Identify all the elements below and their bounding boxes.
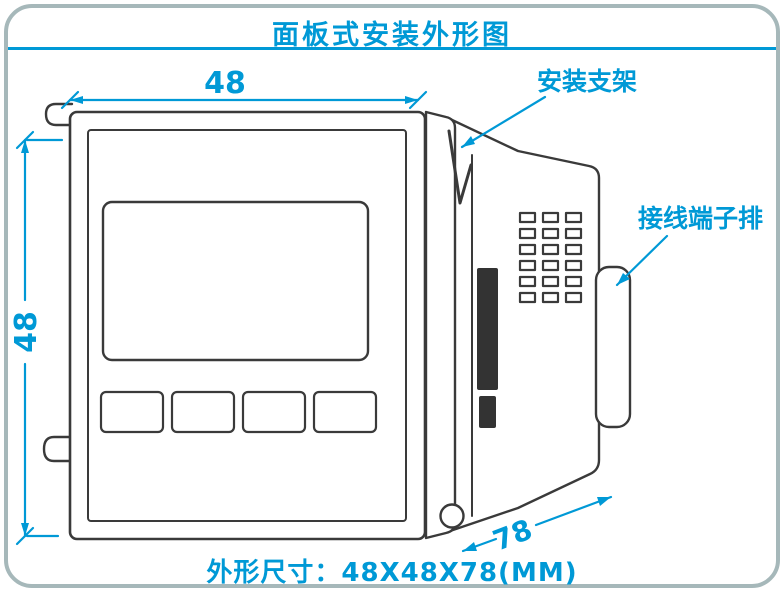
vent-slot: [541, 227, 560, 240]
vent-slot: [564, 211, 583, 224]
vent-slot: [518, 227, 537, 240]
width-dim-arrow-right: [405, 96, 418, 104]
terminal-leader-arrow: [617, 273, 630, 285]
vent-slot: [518, 275, 537, 288]
vent-slot: [564, 259, 583, 272]
vent-slot: [518, 211, 537, 224]
bracket-callout-label: 安装支架: [537, 67, 637, 96]
panel-button: [241, 390, 307, 434]
page-title: 面板式安装外形图: [272, 20, 512, 51]
connector-strip-lower: [479, 396, 496, 428]
vent-slot: [564, 227, 583, 240]
width-dimension-label: 48: [204, 66, 246, 101]
height-dim-arrow-top: [21, 140, 29, 153]
vent-slot: [518, 259, 537, 272]
terminal-callout: 接线端子排: [615, 204, 763, 287]
vent-slot: [564, 275, 583, 288]
panel-button: [170, 390, 236, 434]
panel-bezel: [87, 129, 407, 522]
display-screen: [101, 200, 370, 362]
height-dimension-label: 48: [9, 311, 44, 353]
height-dim-arrow-bottom: [21, 523, 29, 536]
vent-slot: [518, 291, 537, 304]
dimension-summary: 外形尺寸：48X48X78(MM): [206, 558, 578, 588]
bracket-spring-clip: [447, 129, 473, 205]
bracket-screw-hole: [439, 503, 465, 529]
width-dim-arrow-left: [70, 96, 83, 104]
vent-slot: [541, 291, 560, 304]
panel-button: [99, 390, 165, 434]
vent-slot: [541, 259, 560, 272]
connector-strip: [477, 268, 498, 390]
mounting-bracket: [424, 110, 473, 540]
depth-dim-line-right: [534, 495, 613, 527]
front-panel: [42, 102, 427, 541]
vent-slot: [541, 275, 560, 288]
bracket-leader-arrow: [462, 136, 475, 147]
depth-dimension-label: 78: [488, 513, 536, 558]
panel-button: [312, 390, 378, 434]
bracket-plate: [424, 110, 457, 540]
vent-slot: [518, 243, 537, 256]
panel-tab-bottom: [42, 435, 74, 463]
terminal-callout-label: 接线端子排: [638, 204, 763, 233]
title-divider: [8, 47, 776, 50]
panel-buttons: [99, 390, 378, 434]
bracket-leader-line: [460, 95, 547, 149]
height-dimension: 48: [9, 130, 64, 546]
vent-slot: [541, 243, 560, 256]
depth-dim-arrow-right: [597, 497, 611, 506]
vent-slots: [518, 211, 583, 304]
vent-slot: [541, 211, 560, 224]
panel-outer: [68, 110, 427, 541]
width-dimension: 48: [60, 66, 428, 110]
panel-tab-top: [44, 102, 74, 127]
vent-slot: [564, 243, 583, 256]
instrument-body: [448, 117, 632, 533]
terminal-block: [594, 265, 632, 429]
depth-dim-arrow-left: [463, 542, 477, 551]
vent-slot: [564, 291, 583, 304]
bracket-callout: 安装支架: [460, 67, 637, 149]
